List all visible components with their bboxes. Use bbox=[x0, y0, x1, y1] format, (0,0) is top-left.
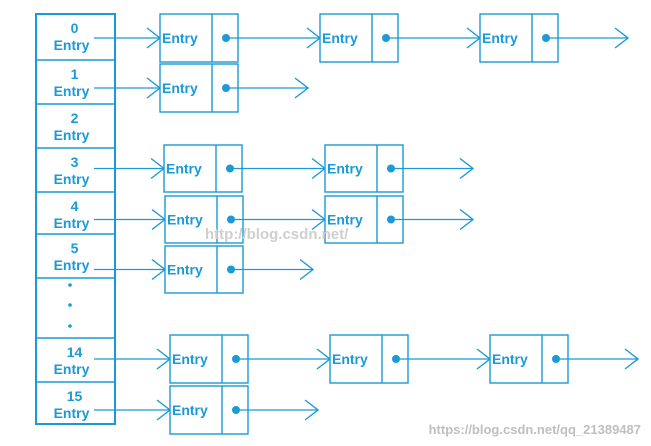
entry-node: Entry bbox=[164, 245, 315, 294]
arrow-head bbox=[614, 27, 630, 49]
entry-label: Entry bbox=[327, 212, 363, 228]
bucket-index-14: 14 bbox=[67, 344, 83, 360]
bucket-entry-label: Entry bbox=[54, 127, 90, 143]
entry-label: Entry bbox=[327, 161, 363, 177]
arrow-head bbox=[459, 208, 475, 231]
ellipsis-dot bbox=[68, 324, 72, 328]
entry-box bbox=[164, 245, 244, 294]
entry-node: Entry bbox=[159, 63, 310, 113]
bucket-entry-label: Entry bbox=[54, 361, 90, 377]
bucket-index-15: 15 bbox=[67, 388, 83, 404]
entry-node: Entry bbox=[169, 385, 320, 435]
entry-label: Entry bbox=[167, 262, 203, 278]
bucket-index-3: 3 bbox=[71, 154, 79, 170]
ellipsis-dot bbox=[68, 303, 72, 307]
entry-node: Entry bbox=[164, 195, 327, 244]
bucket-entry-label: Entry bbox=[54, 215, 90, 231]
entry-label: Entry bbox=[322, 30, 358, 46]
entry-label: Entry bbox=[167, 212, 203, 228]
bucket-entry-label: Entry bbox=[54, 83, 90, 99]
arrow-head bbox=[624, 348, 640, 370]
entry-node: Entry bbox=[324, 144, 475, 193]
bucket-array: 0Entry1Entry2Entry3Entry4Entry5Entry14En… bbox=[35, 13, 116, 425]
watermark-text: http://blog.csdn.net/ bbox=[205, 226, 349, 243]
entry-node: Entry bbox=[159, 13, 322, 63]
arrow-head bbox=[459, 157, 475, 180]
bucket-index-2: 2 bbox=[71, 110, 79, 126]
arrow-head bbox=[304, 399, 320, 421]
bucket-entry-label: Entry bbox=[54, 37, 90, 53]
bucket-index-1: 1 bbox=[71, 66, 79, 82]
footer-url: https://blog.csdn.net/qq_21389487 bbox=[429, 422, 641, 437]
entry-label: Entry bbox=[166, 161, 202, 177]
bucket-index-4: 4 bbox=[71, 198, 79, 214]
bucket-index-5: 5 bbox=[71, 240, 79, 256]
entry-label: Entry bbox=[162, 80, 198, 96]
bucket-index-0: 0 bbox=[71, 20, 79, 36]
entry-node: Entry bbox=[329, 334, 492, 384]
bucket-entry-label: Entry bbox=[54, 171, 90, 187]
entry-node: Entry bbox=[163, 144, 327, 193]
entry-label: Entry bbox=[172, 402, 208, 418]
entry-node: Entry bbox=[169, 334, 332, 384]
bucket-entry-label: Entry bbox=[54, 257, 90, 273]
entry-node: Entry bbox=[319, 13, 482, 63]
entry-node: Entry bbox=[324, 195, 475, 244]
entry-label: Entry bbox=[492, 351, 528, 367]
arrow-head bbox=[294, 77, 310, 99]
entry-label: Entry bbox=[172, 351, 208, 367]
entry-label: Entry bbox=[162, 30, 198, 46]
entry-node: Entry bbox=[489, 334, 640, 384]
entry-label: Entry bbox=[332, 351, 368, 367]
arrow-head bbox=[299, 258, 315, 281]
bucket-entry-label: Entry bbox=[54, 405, 90, 421]
entry-label: Entry bbox=[482, 30, 518, 46]
ellipsis-dot bbox=[68, 283, 72, 287]
entry-node: Entry bbox=[479, 13, 630, 63]
